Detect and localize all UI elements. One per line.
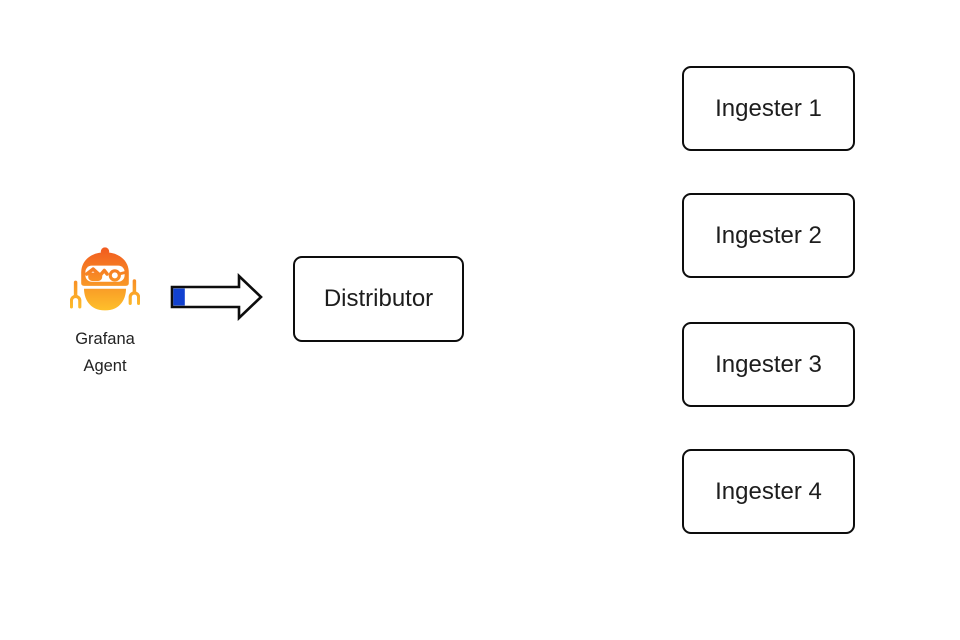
grafana-agent-label: Grafana Agent (40, 326, 170, 380)
grafana-agent-robot-icon (69, 245, 141, 317)
ingester-3-node: Ingester 3 (682, 322, 855, 407)
ingester-2-node: Ingester 2 (682, 193, 855, 278)
ingester-2-label: Ingester 2 (715, 221, 822, 249)
right-arrow-icon (169, 272, 265, 322)
ingester-1-node: Ingester 1 (682, 66, 855, 151)
ingester-4-label: Ingester 4 (715, 477, 822, 505)
ingester-4-node: Ingester 4 (682, 449, 855, 534)
ingester-3-label: Ingester 3 (715, 350, 822, 378)
ingester-1-label: Ingester 1 (715, 94, 822, 122)
grafana-agent-label-line1: Grafana (75, 330, 135, 348)
arrow-accent (173, 288, 185, 306)
distributor-node: Distributor (293, 256, 464, 342)
grafana-agent-label-line2: Agent (83, 357, 127, 375)
grafana-agent-group: Grafana Agent (40, 245, 170, 380)
distributor-label: Distributor (323, 285, 434, 312)
